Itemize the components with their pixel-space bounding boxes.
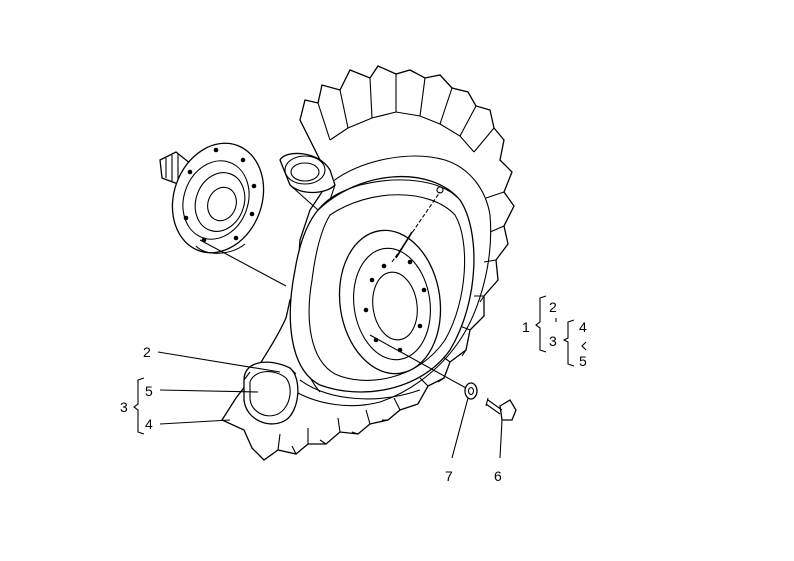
callout-5-right: 5 [579,353,587,369]
bracket-left-group [133,377,145,435]
tube-illustration [243,361,299,425]
callout-4-right: 4 [579,319,587,335]
bolt-illustration [485,397,517,421]
callout-7: 7 [445,468,453,484]
hub-flange-illustration [159,142,287,287]
callout-3-right: 3 [549,333,557,349]
callout-5-left: 5 [145,383,153,399]
leader-lines [157,334,503,459]
callout-6: 6 [494,468,502,484]
washer-illustration [464,382,478,400]
callout-4-left: 4 [145,416,153,432]
rim-illustration [289,175,475,400]
callout-3-left: 3 [120,399,128,415]
callout-1: 1 [522,319,530,335]
callout-2-right: 2 [549,299,557,315]
bracket-right-group [535,295,587,367]
callout-2-left: 2 [143,344,151,360]
